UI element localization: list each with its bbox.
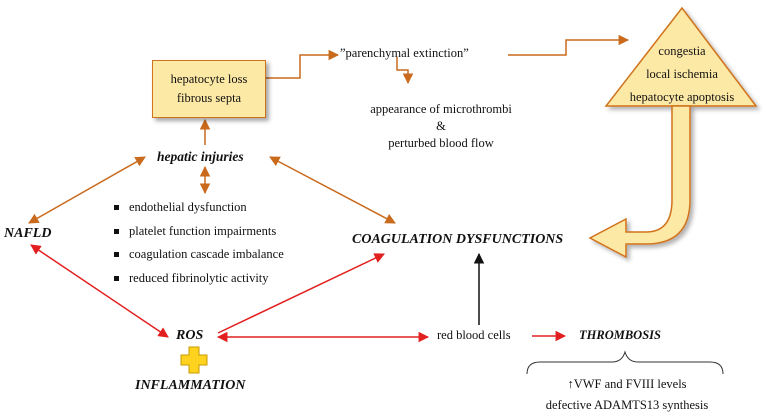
arrow-ros-coagulation: [217, 253, 385, 334]
arrow-nafld-ros: [30, 244, 169, 338]
microthrombi-line-3: perturbed blood flow: [388, 136, 494, 150]
bullet-list: endothelial dysfunction platelet functio…: [112, 196, 284, 290]
bullet-item: reduced fibrinolytic activity: [112, 267, 284, 291]
hepatocyte-box: hepatocyte loss fibrous septa: [152, 60, 266, 118]
arrow-parenchymal-to-microthrombi: [396, 57, 414, 85]
plus-icon: [180, 346, 208, 374]
fibrous-septa-label: fibrous septa: [176, 91, 242, 105]
coagulation-dysfunctions-label: COAGULATION DYSFUNCTIONS: [352, 232, 564, 247]
arrow-parenchymal-to-triangle: [508, 34, 630, 56]
arrow-box-to-parenchymal: [264, 49, 340, 79]
nafld-label: NAFLD: [4, 226, 52, 241]
bullet-item: platelet function impairments: [112, 220, 284, 244]
congestia-label: congestia: [658, 44, 706, 58]
curved-arrow: [588, 105, 691, 259]
inflammation-label: INFLAMMATION: [135, 378, 246, 393]
hepatocyte-apoptosis-label: hepatocyte apoptosis: [629, 90, 735, 104]
red-blood-cells-label: red blood cells: [437, 328, 511, 342]
local-ischemia-label: local ischemia: [646, 67, 718, 81]
adamts13-label: defective ADAMTS13 synthesis: [545, 398, 709, 412]
hepatocyte-loss-label: hepatocyte loss: [170, 71, 248, 86]
vwf-fviii-label: ↑VWF and FVIII levels: [567, 377, 687, 391]
microthrombi-label: appearance of microthrombi & perturbed b…: [352, 101, 530, 152]
ros-label: ROS: [176, 328, 204, 343]
triangle-labels: congestia local ischemia hepatocyte apop…: [624, 40, 740, 109]
thrombosis-details: ↑VWF and FVIII levels defective ADAMTS13…: [527, 374, 727, 416]
microthrombi-line-1: appearance of microthrombi: [370, 102, 512, 116]
arrow-injuries-nafld: [28, 156, 146, 224]
hepatic-injuries-label: hepatic injuries: [157, 149, 244, 164]
arrow-injuries-coagulation: [269, 156, 396, 224]
bullet-item: coagulation cascade imbalance: [112, 243, 284, 267]
parenchymal-extinction-label: ”parenchymal extinction”: [340, 46, 469, 60]
brace: [526, 350, 724, 375]
thrombosis-label: THROMBOSIS: [579, 328, 661, 342]
microthrombi-line-2: &: [436, 119, 446, 133]
bullet-item: endothelial dysfunction: [112, 196, 284, 220]
